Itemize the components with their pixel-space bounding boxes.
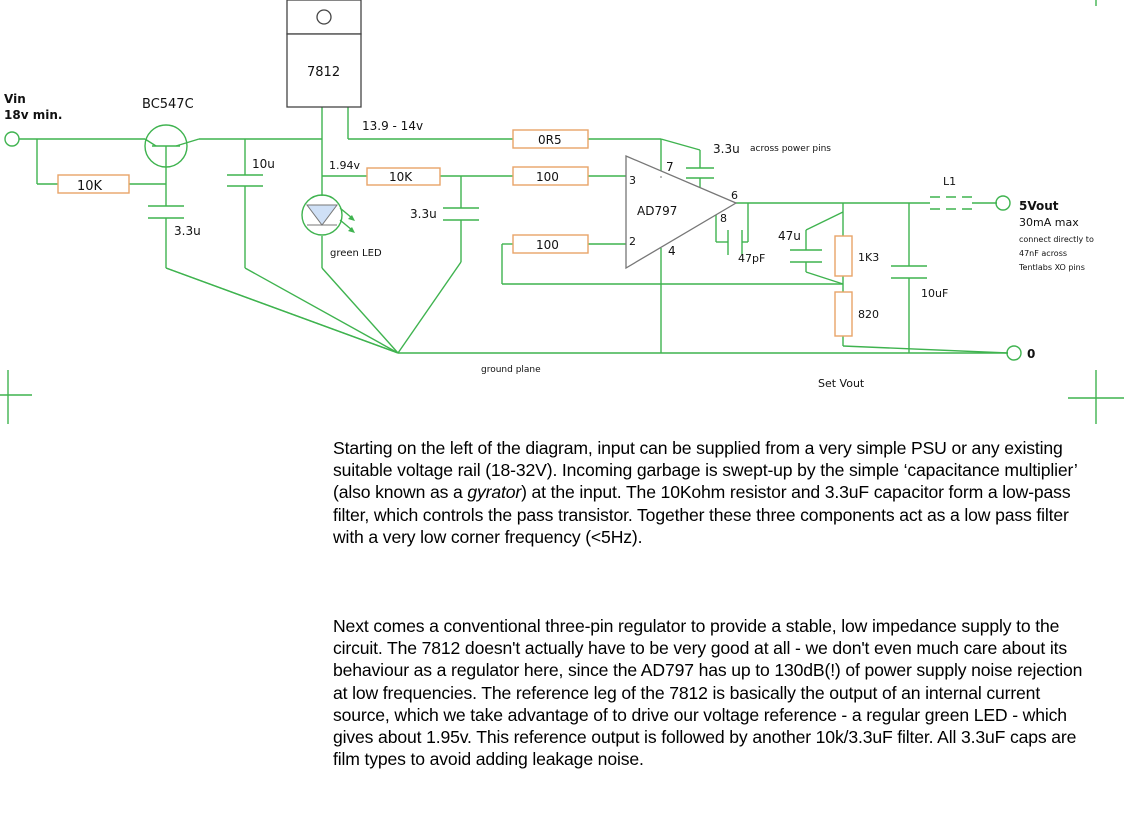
c-base-label: 3.3u — [174, 224, 201, 238]
c-supply-note: across power pins — [750, 144, 831, 154]
pin6-label: 6 — [731, 189, 738, 202]
opamp-ad797 — [625, 155, 738, 270]
resistor-820 — [834, 291, 853, 337]
resistor-10k-base — [57, 174, 130, 194]
green-led — [301, 194, 355, 236]
pin3-label: 3 — [629, 174, 636, 187]
vout-current-label: 30mA max — [1019, 216, 1079, 229]
capacitor-10u — [227, 174, 263, 187]
vout-label: 5Vout — [1019, 199, 1059, 213]
transistor-label: BC547C — [142, 97, 194, 112]
pin7-label: 7 — [666, 160, 674, 174]
r-ref-label: 10K — [389, 170, 413, 184]
led-voltage-label: 1.94v — [329, 159, 360, 172]
capacitor-3u3-ref — [443, 207, 479, 221]
output-terminal — [995, 195, 1011, 211]
rail-voltage-label: 13.9 - 14v — [362, 119, 423, 133]
input-terminal — [4, 131, 20, 147]
set-vout-label: Set Vout — [818, 377, 865, 390]
inductor-l1 — [930, 196, 972, 210]
resistor-100-plus — [512, 166, 589, 186]
c-fb-label: 47u — [778, 229, 801, 243]
r-in-plus-label: 100 — [536, 170, 559, 184]
capacitor-3u3-supply — [686, 167, 714, 179]
c-out-label: 10uF — [921, 287, 948, 300]
vin-min-label: 18v min. — [4, 108, 62, 122]
vout-note-3: Tentlabs XO pins — [1018, 263, 1085, 272]
r-base-label: 10K — [77, 179, 103, 194]
pin4-label: 4 — [668, 244, 676, 258]
transistor-bc547c — [144, 124, 200, 184]
para1-emphasis: gyrator — [467, 482, 522, 503]
circuit-schematic: Vin 18v min. BC547C 7812 13.9 - 14v 1.94… — [0, 0, 1124, 424]
led-label: green LED — [330, 248, 382, 259]
c-supply-label: 3.3u — [713, 142, 740, 156]
ground-terminal — [1006, 345, 1022, 361]
pin8-label: 8 — [720, 212, 727, 225]
r-bottom-label: 820 — [858, 308, 879, 321]
schematic-labels: Vin 18v min. BC547C 7812 13.9 - 14v 1.94… — [4, 65, 1094, 390]
inductor-label: L1 — [943, 175, 956, 188]
r-sense-label: 0R5 — [538, 133, 562, 147]
capacitor-47u — [790, 249, 822, 263]
para1-text-a: Starting on the left of the diagram, inp… — [333, 438, 1078, 503]
c-comp-label: 47pF — [738, 252, 765, 265]
r-top-label: 1K3 — [858, 251, 879, 264]
registration-marks — [0, 0, 1124, 424]
regulator-label: 7812 — [307, 65, 340, 80]
capacitor-47pf — [727, 230, 743, 255]
regulator-7812 — [286, 0, 362, 108]
wires — [19, 107, 1009, 354]
opamp-label: AD797 — [637, 204, 677, 218]
resistor-100-minus — [512, 234, 589, 254]
capacitor-3u3-base — [148, 205, 184, 219]
vout-note-1: connect directly to — [1019, 235, 1094, 244]
c-reg-label: 10u — [252, 157, 275, 171]
resistor-1k3 — [834, 235, 853, 277]
ground-plane-label: ground plane — [481, 365, 541, 375]
resistor-0r5 — [512, 129, 589, 149]
ground-zero-label: 0 — [1027, 347, 1035, 361]
vout-note-2: 47nF across — [1019, 249, 1067, 258]
pin2-label: 2 — [629, 235, 636, 248]
para1-text-b: ) at the input. The 10Kohm resistor and … — [333, 482, 1071, 547]
paragraph-regulator: Next comes a conventional three-pin regu… — [333, 616, 1083, 770]
c-ref-label: 3.3u — [410, 207, 437, 221]
r-in-minus-label: 100 — [536, 238, 559, 252]
resistor-10k-ref — [366, 167, 441, 186]
paragraph-capacitance-multiplier: Starting on the left of the diagram, inp… — [333, 437, 1093, 548]
vin-label: Vin — [4, 92, 26, 106]
capacitor-10uf-out — [891, 265, 927, 279]
